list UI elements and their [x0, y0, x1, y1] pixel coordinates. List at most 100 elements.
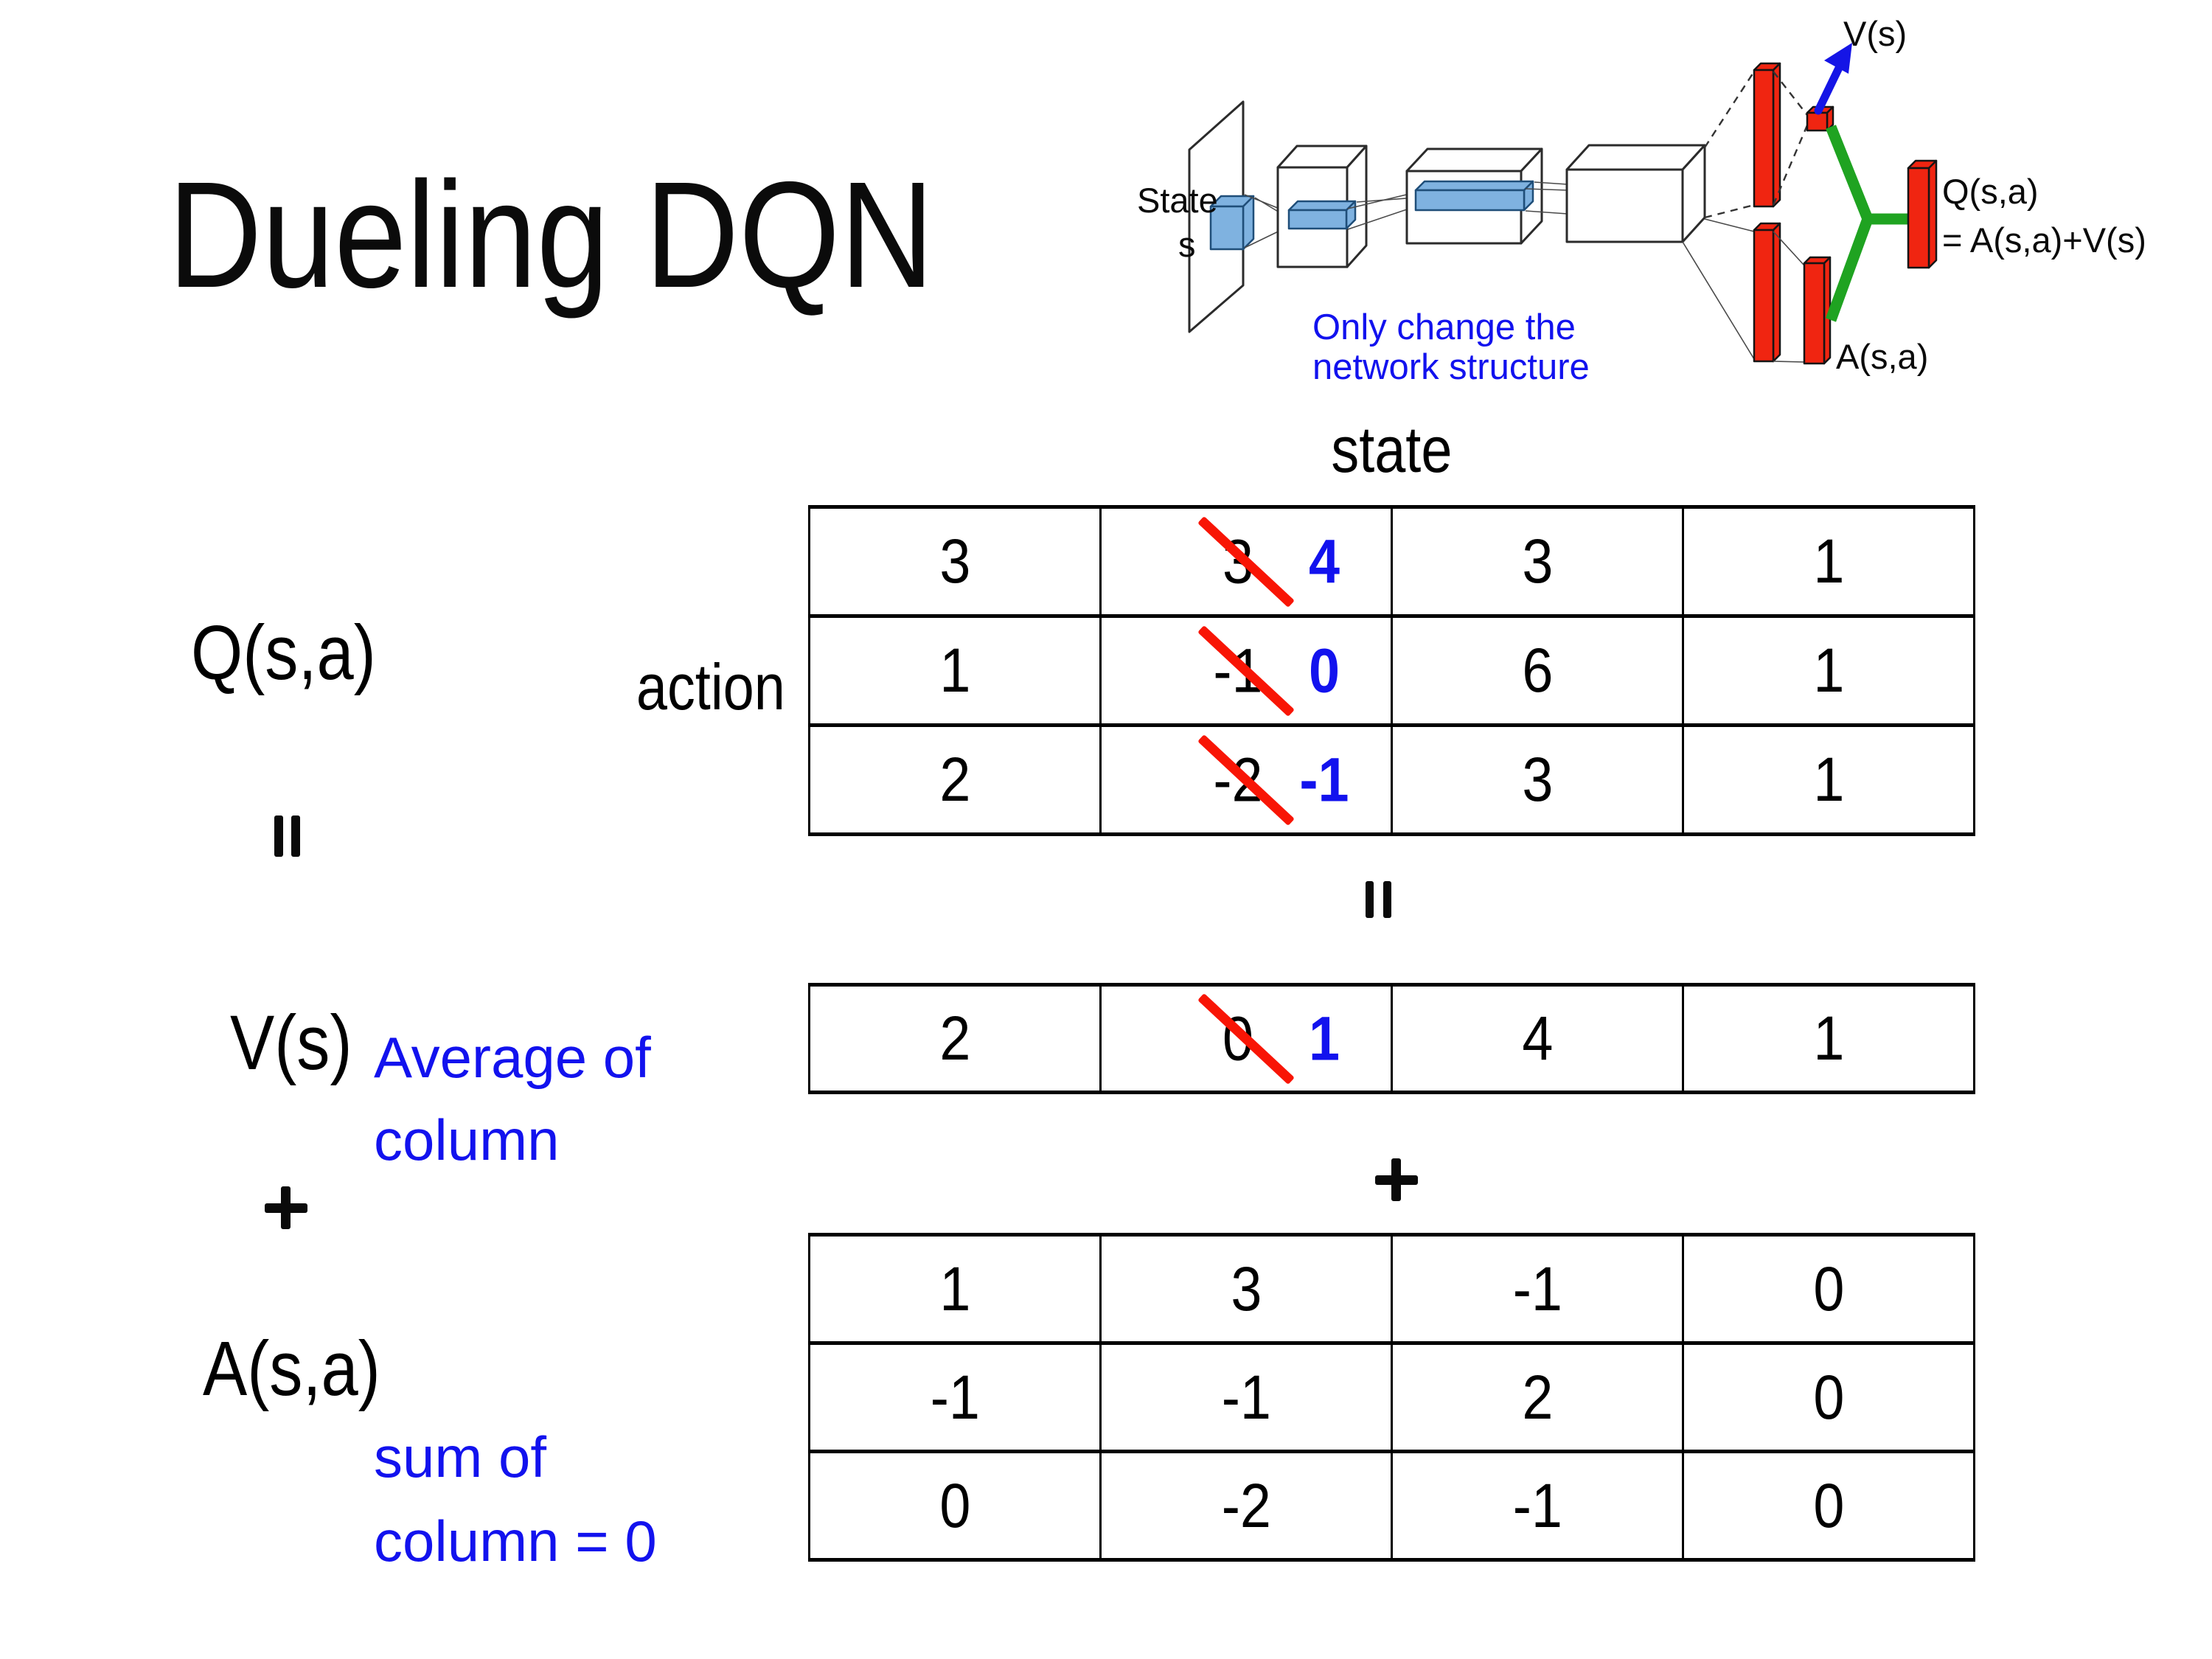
cell-value: 2: [939, 745, 971, 814]
cell-value: -1: [930, 1362, 980, 1432]
diagram-q-output-formula: = A(s,a)+V(s): [1942, 220, 2146, 260]
connection-lines: [1525, 181, 1568, 215]
a-matrix-label-text: A(s,a): [203, 1326, 380, 1412]
table-cell: 1: [1682, 614, 1975, 727]
fc-connections: [1682, 71, 1756, 360]
fc-connections: [1772, 71, 1809, 363]
table-cell: 3: [808, 505, 1102, 618]
table-cell: 0: [1682, 1450, 1975, 1562]
cell-value: 1: [1812, 636, 1845, 705]
q-output-bar: [1907, 159, 1938, 269]
cell-value: -1: [1512, 1253, 1562, 1324]
table-cell: 1: [808, 1233, 1102, 1345]
table-cell: 3: [1099, 1233, 1393, 1345]
cell-value: 1: [939, 636, 971, 705]
table-cell: 1: [1682, 723, 1975, 836]
cell-value: 1: [1812, 1004, 1845, 1073]
cell-value: 3: [1521, 526, 1554, 596]
cell-value: 0: [939, 1470, 971, 1540]
value-output-arrow: [1814, 43, 1852, 115]
input-plane-layer: [1188, 100, 1255, 333]
cell-value: 1: [1812, 745, 1845, 814]
diagram-q-output-label: Q(s,a): [1942, 172, 2039, 211]
cell-value: 1: [1812, 526, 1845, 596]
new-value: -1: [1299, 745, 1349, 814]
cell-value: 4: [1521, 1004, 1554, 1073]
table-row: 0 -2 -1 0: [808, 1450, 1975, 1562]
cell-value: 0: [1812, 1362, 1845, 1432]
conv-layer-1: [1276, 145, 1368, 268]
table-row: -1 -1 2 0: [808, 1341, 1975, 1453]
cell-value: 2: [1521, 1362, 1554, 1432]
diagram-note-line2: network structure: [1312, 347, 1590, 387]
table-cell: 34: [1099, 505, 1393, 618]
diagram-note-line1: Only change the: [1312, 307, 1576, 347]
table-cell: 1: [808, 614, 1102, 727]
advantage-vector-bar: [1803, 256, 1832, 365]
a-table: 1 3 -1 0 -1 -1 2 0 0 -2 -1 0: [808, 1233, 1975, 1562]
sum-note-line2: column = 0: [374, 1509, 657, 1573]
table-cell: 2: [1391, 1341, 1684, 1453]
table-cell: -1: [1391, 1450, 1684, 1562]
table-row: 201 4 1: [808, 983, 1975, 1094]
cell-value: 3: [939, 526, 971, 596]
fc-bar-value-stream: [1753, 62, 1781, 208]
diagram-a-output-label: A(s,a): [1836, 337, 1928, 376]
table-cell: 1: [1682, 505, 1975, 618]
average-note-line2: column: [374, 1107, 560, 1172]
v-table: 201 4 1: [808, 983, 1975, 1094]
cell-value: 1: [939, 1253, 971, 1324]
table-row: 1 -10 6 1: [808, 614, 1975, 727]
state-axis-label: state: [808, 417, 1975, 482]
table-cell: 1: [1682, 983, 1975, 1094]
table-cell: 6: [1391, 614, 1684, 727]
table-cell: 2: [808, 723, 1102, 836]
conv-layer-2: [1405, 147, 1543, 245]
diagram-state-s-label: s: [1178, 225, 1196, 264]
table-cell: -1: [1099, 1341, 1393, 1453]
table-row: 1 3 -1 0: [808, 1233, 1975, 1345]
table-cell: -2: [1099, 1450, 1393, 1562]
table-cell: 01: [1099, 983, 1393, 1094]
cell-value: 6: [1521, 636, 1554, 705]
network-diagram: State s Only change the network structur…: [1137, 14, 2146, 387]
table-row: 2 -2-1 3 1: [808, 723, 1975, 836]
v-row-label: V(s): [230, 1004, 372, 1082]
cell-value: -1: [1512, 1470, 1562, 1540]
cell-value: 0: [1812, 1253, 1845, 1324]
page-title: Dueling DQN: [168, 159, 1059, 310]
new-value: 4: [1308, 526, 1340, 596]
table-cell: -10: [1099, 614, 1393, 727]
cell-value: -2: [1221, 1470, 1271, 1540]
v-row-label-text: V(s): [230, 1000, 352, 1086]
action-axis-label-text: action: [636, 650, 785, 723]
a-matrix-label: A(s,a): [203, 1330, 409, 1408]
conv-layer-3: [1565, 144, 1706, 243]
state-axis-label-text: state: [1331, 413, 1453, 486]
table-cell: -1: [808, 1341, 1102, 1453]
new-value: 0: [1308, 636, 1340, 705]
action-axis-label: action: [526, 655, 785, 720]
table-cell: 3: [1391, 505, 1684, 618]
page-title-text: Dueling DQN: [168, 150, 934, 319]
diagram-v-output-label: V(s): [1843, 14, 1907, 53]
fc-bar-advantage-stream: [1753, 222, 1781, 363]
aggregate-connector: [1825, 125, 1908, 322]
table-row: 3 34 3 1: [808, 505, 1975, 618]
sum-note-line1: sum of: [374, 1425, 547, 1489]
table-cell: 4: [1391, 983, 1684, 1094]
cell-value: 3: [1521, 745, 1554, 814]
q-matrix-label: Q(s,a): [191, 614, 406, 692]
table-cell: -1: [1391, 1233, 1684, 1345]
table-cell: 2: [808, 983, 1102, 1094]
cell-value: 0: [1812, 1470, 1845, 1540]
table-cell: 0: [808, 1450, 1102, 1562]
new-value: 1: [1308, 1004, 1340, 1073]
diagram-state-label: State: [1137, 181, 1218, 220]
cell-value: -1: [1221, 1362, 1271, 1432]
table-cell: 0: [1682, 1341, 1975, 1453]
table-cell: -2-1: [1099, 723, 1393, 836]
table-cell: 0: [1682, 1233, 1975, 1345]
cell-value: 3: [1230, 1253, 1262, 1324]
